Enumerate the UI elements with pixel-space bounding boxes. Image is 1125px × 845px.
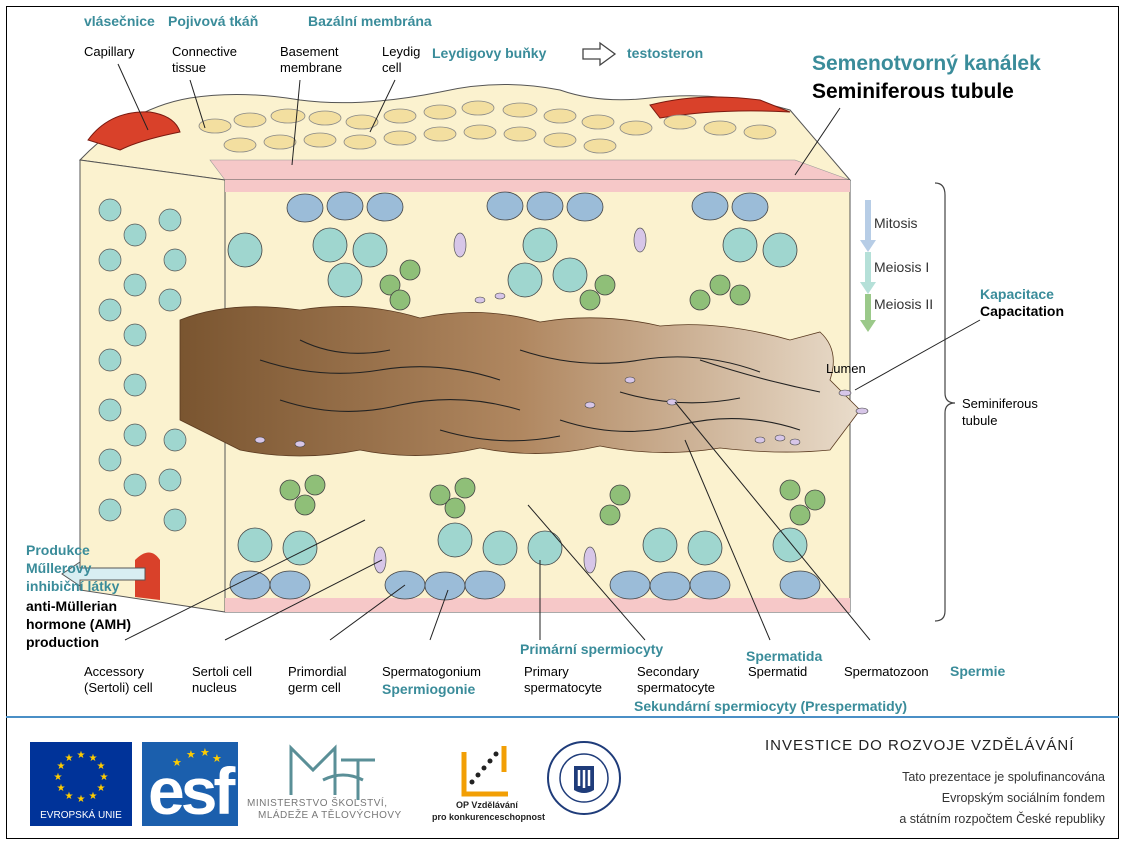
spermatogonium-cz-label: Spermiogonie: [382, 681, 475, 698]
msmt-text-1: MINISTERSTVO ŠKOLSTVÍ,: [247, 798, 387, 809]
op-logo-icon: [456, 742, 516, 798]
svg-text:★: ★: [97, 783, 106, 794]
sertoli-nucleus-label-1: Sertoli cell: [192, 664, 252, 680]
leydig-cz-label: Leydigovy buňky: [432, 45, 546, 62]
esf-logo: ★★★★ esf: [142, 742, 238, 826]
op-text-1: OP Vzdělávání: [456, 800, 518, 810]
leydig-label-1: Leydig: [382, 44, 420, 60]
secondary-label-1: Secondary: [637, 664, 699, 680]
spermatid-label: Spermatid: [748, 664, 807, 680]
msmt-logo-icon: [283, 740, 383, 802]
title-czech: Semenotvorný kanálek: [812, 52, 1041, 76]
primary-cz-label: Primární spermiocyty: [520, 641, 663, 658]
svg-text:★: ★: [65, 753, 74, 764]
mitosis-label: Mitosis: [874, 215, 918, 231]
amh-cz-2: Műllerovy: [26, 560, 91, 577]
tubule-label-2: tubule: [962, 413, 997, 429]
svg-text:★: ★: [89, 791, 98, 802]
amh-en-2: hormone (AMH): [26, 616, 131, 633]
testosterone-label: testosteron: [627, 45, 703, 62]
capacitation-cz-label: Kapacitace: [980, 286, 1054, 303]
meiosis2-label: Meiosis II: [874, 296, 933, 312]
msmt-text-2: MLÁDEŽE A TĚLOVÝCHOVY: [258, 810, 402, 821]
secondary-cz-label: Sekundární spermiocyty (Prespermatidy): [634, 698, 907, 715]
cofinancing-line-2: Evropským sociálním fondem: [942, 791, 1105, 805]
amh-en-3: production: [26, 634, 99, 651]
primordial-label-1: Primordial: [288, 664, 347, 680]
primordial-label-2: germ cell: [288, 680, 341, 696]
svg-text:★: ★: [57, 783, 66, 794]
amh-cz-1: Produkce: [26, 542, 90, 559]
svg-text:★: ★: [97, 761, 106, 772]
sertoli-label-2: (Sertoli) cell: [84, 680, 153, 696]
basement-bottom-band: [225, 598, 850, 612]
connective-label-1: Connective: [172, 44, 237, 60]
sertoli-label-1: Accessory: [84, 664, 144, 680]
capillary-label: Capillary: [84, 44, 135, 60]
lumen-label: Lumen: [826, 361, 866, 377]
muni-seal-icon: [546, 740, 622, 816]
eu-label: EVROPSKÁ UNIE: [30, 810, 132, 821]
meiosis1-label: Meiosis I: [874, 259, 929, 275]
svg-text:★: ★: [77, 794, 86, 805]
primary-label-2: spermatocyte: [524, 680, 602, 696]
capillary-cz-label: vlásečnice: [84, 13, 155, 30]
cofinancing-line-3: a státním rozpočtem České republiky: [899, 812, 1105, 826]
basement-label-1: Basement: [280, 44, 339, 60]
primary-label-1: Primary: [524, 664, 569, 680]
secondary-label-2: spermatocyte: [637, 680, 715, 696]
op-text-2: pro konkurenceschopnost: [432, 812, 545, 822]
basement-top: [210, 160, 850, 180]
basement-label-2: membrane: [280, 60, 342, 76]
spermatid-cz-label: Spermatida: [746, 648, 822, 665]
svg-text:★: ★: [100, 772, 109, 783]
cofinancing-line-1: Tato prezentace je spolufinancována: [902, 770, 1105, 784]
leydig-label-2: cell: [382, 60, 402, 76]
tubule-brace: [935, 183, 955, 621]
svg-text:★: ★: [77, 750, 86, 761]
seminiferous-tubule-illustration: [0, 0, 1125, 720]
amh-en-1: anti-Müllerian: [26, 598, 117, 615]
investice-heading: INVESTICE DO ROZVOJE VZDĚLÁVÁNÍ: [765, 737, 1074, 754]
eu-stars-icon: ★★★ ★★★ ★★★ ★★★: [30, 742, 132, 810]
connective-cz-label: Pojivová tkáň: [168, 13, 258, 30]
footer-divider: [6, 716, 1119, 718]
connective-label-2: tissue: [172, 60, 206, 76]
spermatogonium-label: Spermatogonium: [382, 664, 481, 680]
sertoli-nucleus-label-2: nucleus: [192, 680, 237, 696]
spermatozoon-cz-label: Spermie: [950, 663, 1005, 680]
title-english: Seminiferous tubule: [812, 80, 1014, 104]
esf-text: esf: [148, 758, 231, 824]
basement-cz-label: Bazální membrána: [308, 13, 432, 30]
amh-cz-3: inhibiční látky: [26, 578, 119, 595]
tubule-label-1: Seminiferous: [962, 396, 1038, 412]
svg-text:★: ★: [54, 772, 63, 783]
testosterone-arrow: [583, 43, 615, 65]
basement-top-band: [225, 180, 850, 192]
spermatozoon-label: Spermatozoon: [844, 664, 929, 680]
capacitation-label: Capacitation: [980, 303, 1064, 320]
eu-logo: ★★★ ★★★ ★★★ ★★★ EVROPSKÁ UNIE: [30, 742, 132, 826]
svg-text:★: ★: [65, 791, 74, 802]
